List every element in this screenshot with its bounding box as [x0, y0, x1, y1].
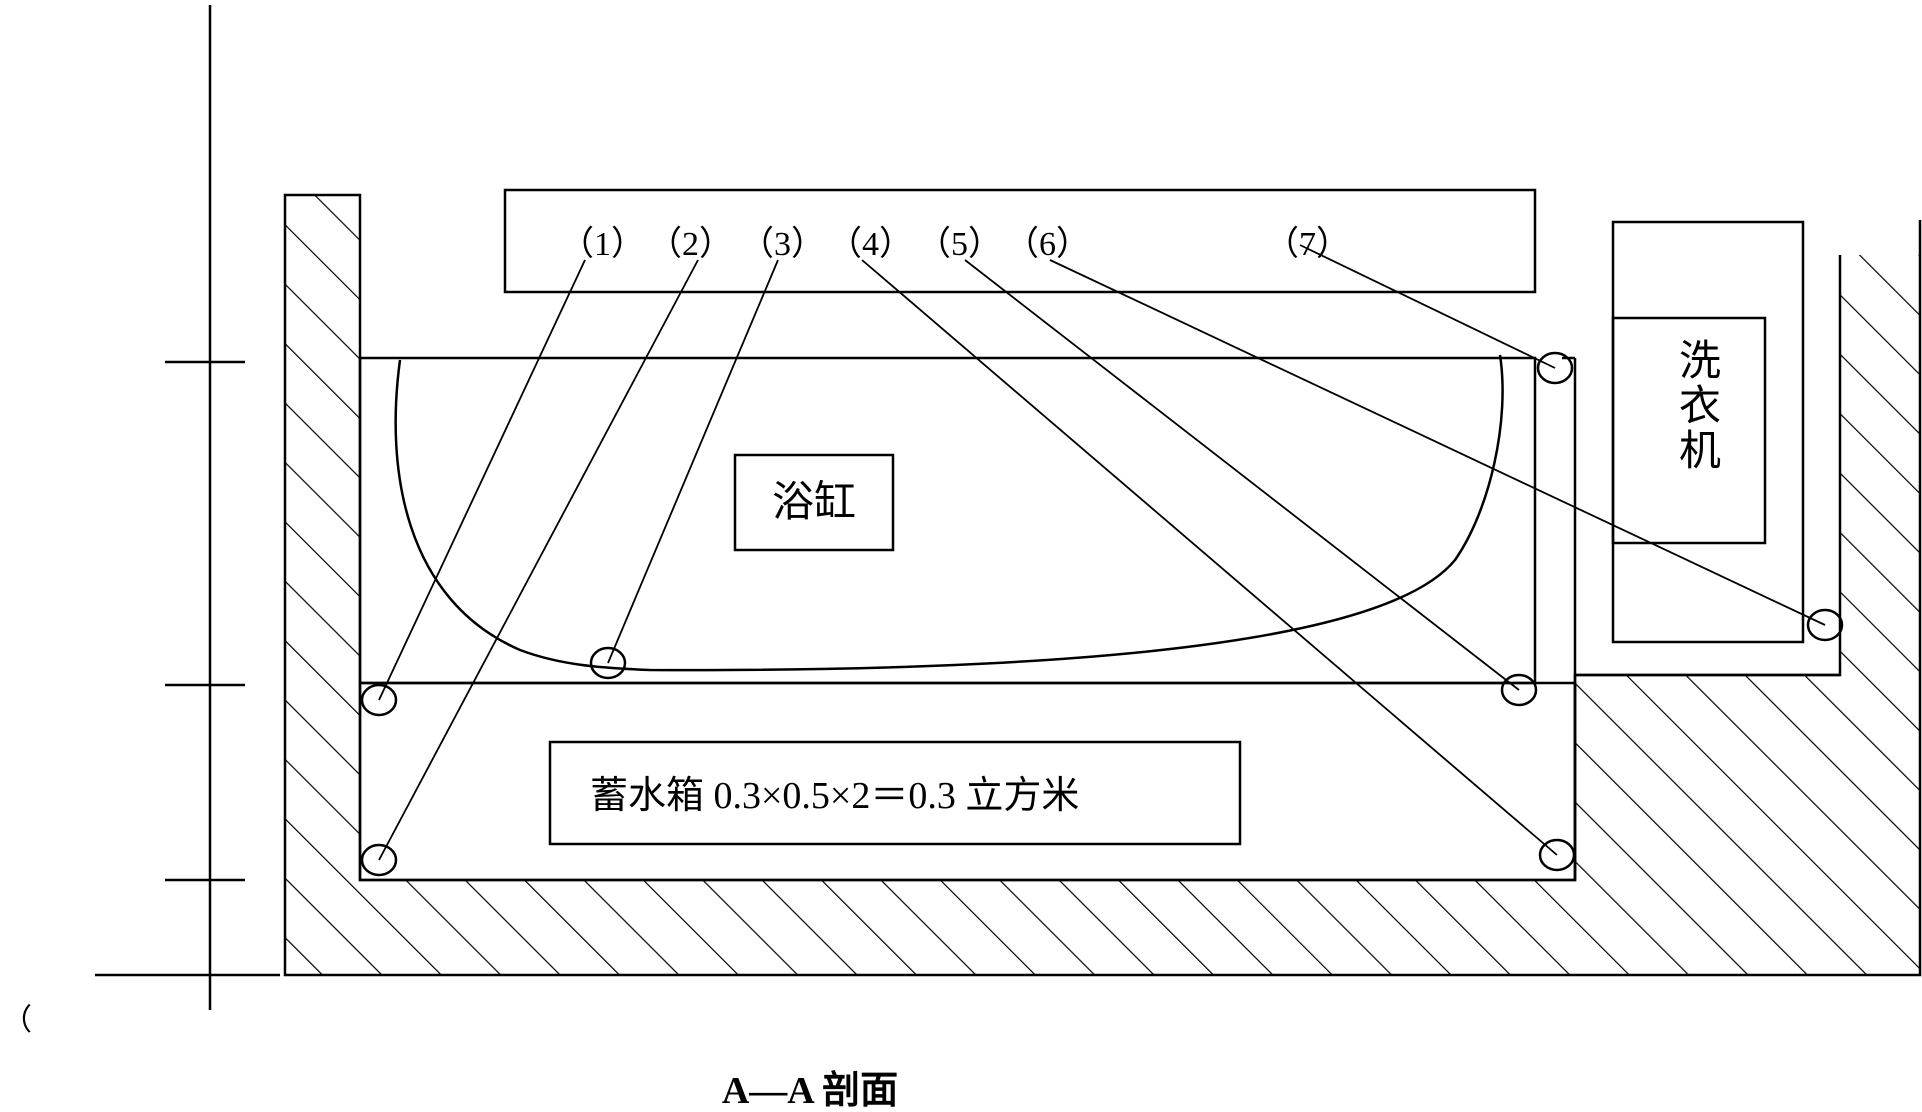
- washer-label-3: 机: [1679, 426, 1721, 475]
- leader-line-1: [378, 259, 586, 701]
- bathtub-enclosure: 浴缸: [358, 354, 1537, 685]
- sensor-circles: [360, 351, 1844, 877]
- leader-lines: [378, 244, 1826, 861]
- sensor-circle-4: [1500, 673, 1538, 707]
- washer-label-1: 洗: [1679, 336, 1721, 385]
- washing-machine: 洗 衣 机: [1611, 220, 1805, 644]
- sensor-circle-1: [360, 683, 398, 717]
- bathtub-label: 浴缸: [772, 477, 856, 526]
- tank-label: 蓄水箱 0.3×0.5×2＝0.3 立方米: [590, 775, 1079, 817]
- control-panel: （1） （2） （3） （4） （5） （6） （7）: [503, 188, 1537, 294]
- pipe-number-1: （1）: [560, 225, 645, 263]
- pipe-number-3: （3）: [740, 225, 825, 263]
- section-title: A—A 剖面: [722, 1070, 898, 1112]
- wall-hatching: [283, 193, 1922, 977]
- stray-mark: （: [2, 1004, 32, 1037]
- leader-line-4: [861, 259, 1558, 856]
- leader-line-6: [1049, 259, 1826, 626]
- pipe-number-6: （6）: [1005, 225, 1090, 263]
- leader-line-3: [607, 259, 779, 664]
- pipe-number-2: （2）: [648, 225, 733, 263]
- sensor-circle-3: [589, 646, 627, 680]
- sensor-circle-2: [360, 843, 398, 877]
- washer-label-2: 衣: [1679, 381, 1721, 430]
- pipe-number-5: （5）: [917, 225, 1002, 263]
- sensor-circle-5: [1538, 838, 1576, 872]
- sensor-circle-6: [1806, 608, 1844, 642]
- water-tank: 蓄水箱 0.3×0.5×2＝0.3 立方米: [358, 681, 1577, 882]
- sensor-circle-7: [1536, 351, 1574, 385]
- leader-line-7: [1299, 244, 1556, 369]
- pipe-number-4: （4）: [828, 225, 913, 263]
- leader-line-5: [964, 259, 1520, 691]
- leader-line-2: [378, 259, 699, 861]
- dimension-line: [95, 5, 280, 1010]
- pipe-number-7: （7）: [1265, 225, 1350, 263]
